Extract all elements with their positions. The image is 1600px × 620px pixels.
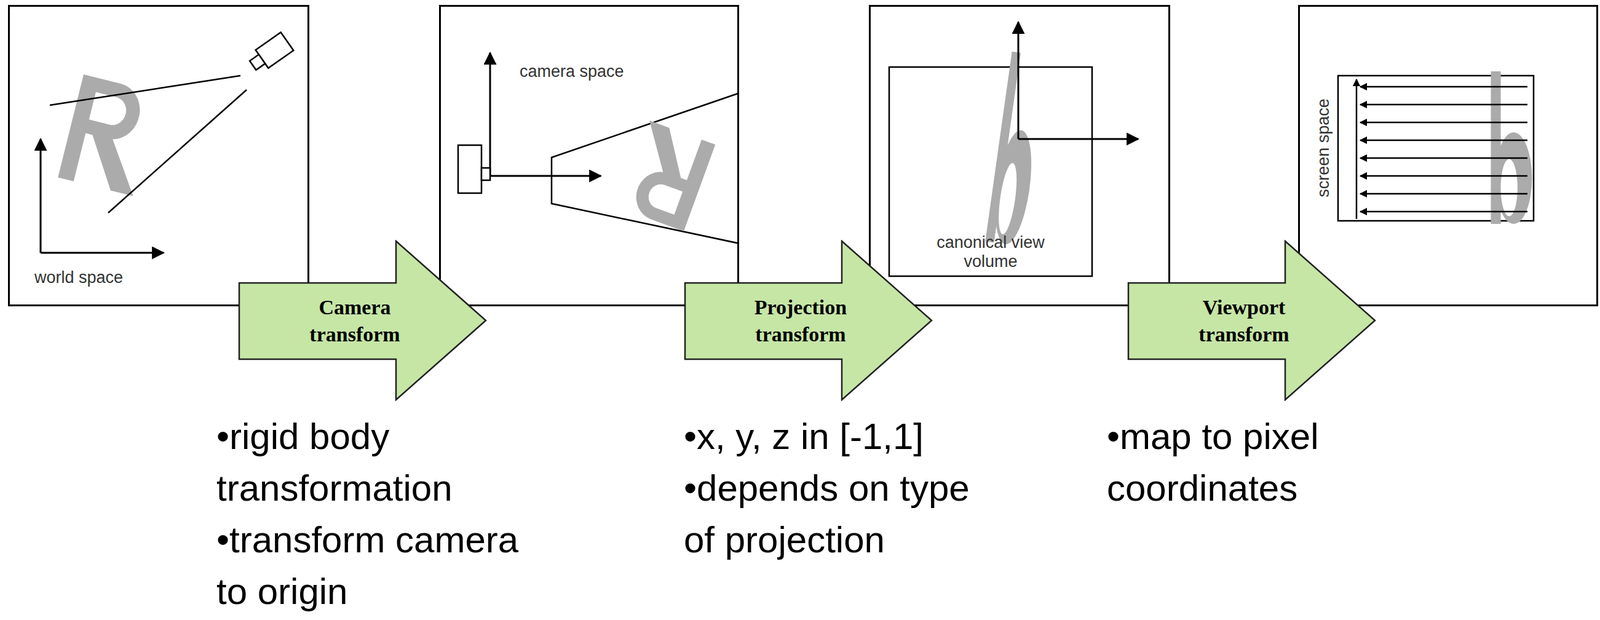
bullet-note: •x, y, z in [-1,1] xyxy=(683,410,979,463)
arrow-text-wrap: Projection transform xyxy=(729,293,872,349)
arrow-text-wrap: Viewport transform xyxy=(1173,293,1315,349)
space-illustration xyxy=(1299,6,1597,305)
view-panel: canonical view volume xyxy=(868,4,1171,307)
arrow-shape xyxy=(1127,239,1377,401)
space-label: canonical view volume xyxy=(910,233,1071,272)
space-illustration xyxy=(9,6,308,305)
arrow-text: Viewport transform xyxy=(1173,293,1315,349)
bullet-note: •depends on type of projection xyxy=(683,462,979,566)
arrow-text-wrap: Camera transform xyxy=(284,293,426,349)
space-label: screen space xyxy=(1313,99,1333,199)
arrow-text: Camera transform xyxy=(284,293,426,349)
space-illustration xyxy=(440,6,738,305)
bullet-note: •map to pixel coordinates xyxy=(1106,410,1366,515)
arrow-shape xyxy=(683,239,934,401)
note-group: •x, y, z in [-1,1]•depends on type of pr… xyxy=(683,410,979,566)
transform-arrow: Viewport transform xyxy=(1127,239,1377,401)
bullet-note: •rigid body transformation xyxy=(216,410,537,515)
space-illustration xyxy=(870,6,1169,305)
arrow-text: Projection transform xyxy=(729,293,872,349)
view-panel: screen space xyxy=(1298,4,1599,307)
arrow-label: Projection transform xyxy=(696,284,906,358)
note-group: •rigid body transformation•transform cam… xyxy=(216,410,537,618)
transform-arrow: Camera transform xyxy=(237,239,488,401)
view-panel: camera space xyxy=(439,4,740,307)
arrow-label: Camera transform xyxy=(250,284,460,358)
space-label: camera space xyxy=(519,62,625,82)
arrow-shape xyxy=(237,239,488,401)
bullet-note: •transform camera to origin xyxy=(216,514,537,618)
arrow-label: Viewport transform xyxy=(1139,284,1349,358)
transform-arrow: Projection transform xyxy=(683,239,934,401)
view-panel: world space xyxy=(7,4,310,307)
space-label: world space xyxy=(34,268,123,288)
note-group: •map to pixel coordinates xyxy=(1106,410,1366,515)
